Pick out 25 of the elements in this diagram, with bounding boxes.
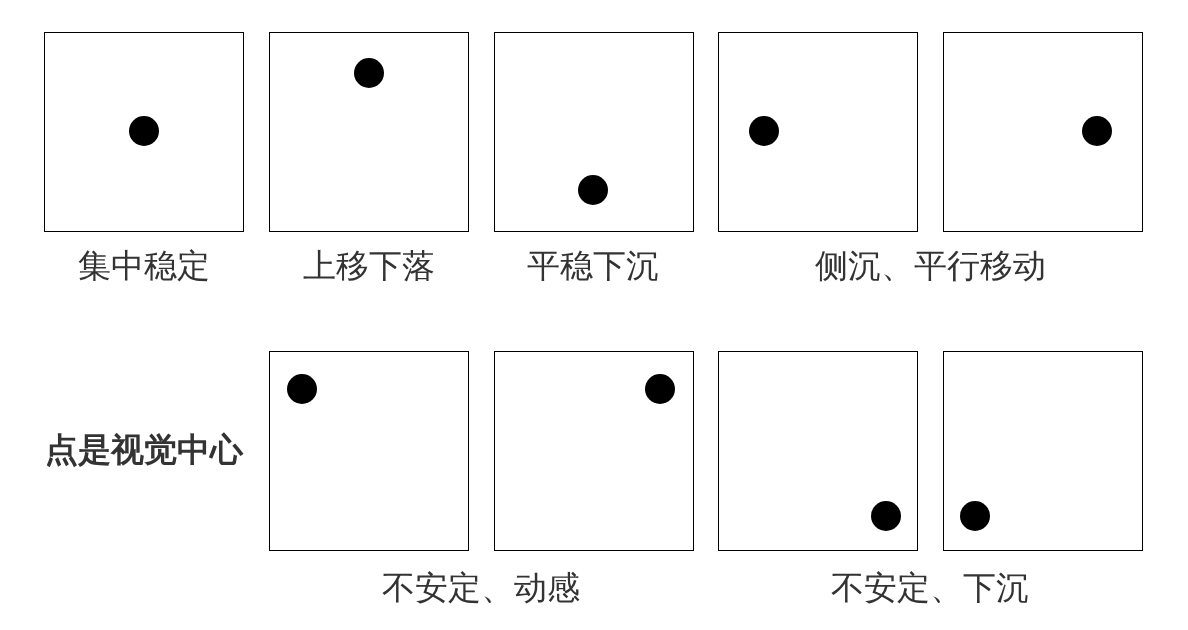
caption: 集中稳定	[78, 248, 210, 282]
dot	[870, 500, 901, 531]
square-frame	[718, 32, 918, 232]
dot	[286, 373, 317, 404]
caption: 侧沉、平行移动	[814, 248, 1046, 282]
caption: 不安定、下沉	[831, 570, 1029, 604]
dot	[644, 373, 675, 404]
square-frame	[494, 351, 694, 551]
square-frame	[44, 32, 244, 232]
dot	[128, 115, 159, 146]
square-frame	[718, 351, 918, 551]
caption: 上移下落	[303, 248, 435, 282]
square-frame	[943, 351, 1143, 551]
square-frame	[269, 351, 469, 551]
caption: 平稳下沉	[527, 248, 659, 282]
square-frame	[494, 32, 694, 232]
dot	[959, 500, 990, 531]
side-heading: 点是视觉中心	[45, 432, 243, 466]
dot	[353, 57, 384, 88]
caption: 不安定、动感	[382, 570, 580, 604]
square-frame	[269, 32, 469, 232]
dot	[577, 174, 608, 205]
square-frame	[943, 32, 1143, 232]
dot	[1081, 115, 1112, 146]
dot	[748, 115, 779, 146]
